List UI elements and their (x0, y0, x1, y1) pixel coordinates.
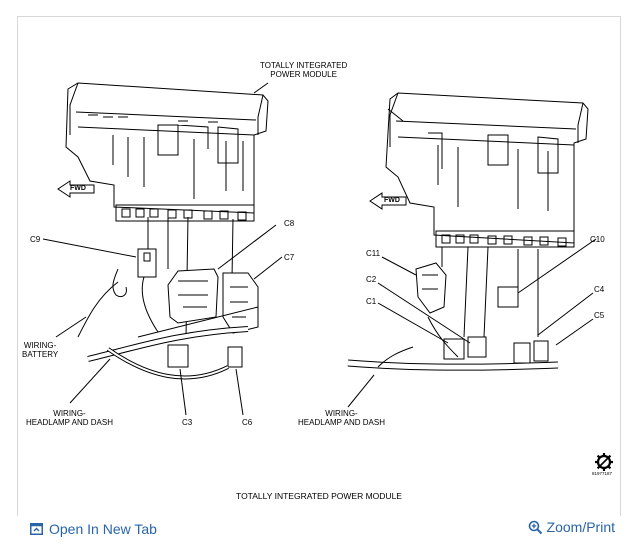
magnifier-plus-icon (528, 520, 542, 534)
c10-label: C10 (590, 235, 605, 244)
fwd-label-left: FWD (70, 185, 86, 192)
wiring-headlamp-dash-left-label: WIRING- HEADLAMP AND DASH (26, 409, 113, 427)
c4-label: C4 (594, 285, 605, 294)
tipm-title-line2: POWER MODULE (270, 70, 337, 79)
wiring-battery-line2: BATTERY (22, 350, 59, 359)
open-in-new-tab-label: Open In New Tab (49, 521, 157, 537)
c6-label: C6 (242, 418, 253, 427)
wiring-headlamp-dash-left-line2: HEADLAMP AND DASH (26, 418, 113, 427)
diagram-caption: TOTALLY INTEGRATED POWER MODULE (236, 491, 402, 501)
c11-label: C11 (366, 249, 381, 258)
wiring-battery-line1: WIRING- (23, 341, 57, 350)
right-leaders (347, 108, 597, 408)
gear-icon (595, 453, 613, 471)
wiring-headlamp-dash-right-label: WIRING- HEADLAMP AND DASH (298, 409, 385, 427)
c2-label: C2 (366, 275, 377, 284)
c9-label: C9 (30, 235, 41, 244)
c3-label: C3 (182, 418, 193, 427)
open-in-new-tab-link[interactable]: Open In New Tab (30, 521, 157, 537)
left-tipm-module (65, 82, 269, 222)
wiring-diagram (42, 82, 597, 416)
right-connectors (347, 246, 559, 371)
left-connectors (77, 216, 259, 380)
wiring-headlamp-dash-right-line1: WIRING- (325, 409, 358, 418)
fwd-label-right: FWD (384, 197, 400, 204)
zoom-print-link[interactable]: Zoom/Print (528, 519, 615, 535)
wiring-headlamp-dash-right-line2: HEADLAMP AND DASH (298, 418, 385, 427)
footer-bar (0, 516, 627, 547)
c5-label: C5 (594, 311, 605, 320)
tipm-title-label: TOTALLY INTEGRATED POWER MODULE (260, 61, 347, 79)
tipm-title-line1: TOTALLY INTEGRATED (260, 61, 348, 70)
c8-label: C8 (284, 219, 295, 228)
c1-label: C1 (366, 297, 377, 306)
zoom-print-label: Zoom/Print (546, 519, 615, 535)
c7-label: C7 (284, 253, 295, 262)
right-tipm-module (385, 92, 589, 248)
wiring-battery-label: WIRING- BATTERY (22, 341, 58, 359)
wiring-headlamp-dash-left-line1: WIRING- (53, 409, 86, 418)
figure-code: 81977187 (592, 471, 613, 476)
left-leaders (42, 82, 283, 416)
diagram-frame: TOTALLY INTEGRATED POWER MODULE FWD C9 C… (17, 16, 621, 518)
open-in-new-tab-icon (30, 523, 43, 535)
